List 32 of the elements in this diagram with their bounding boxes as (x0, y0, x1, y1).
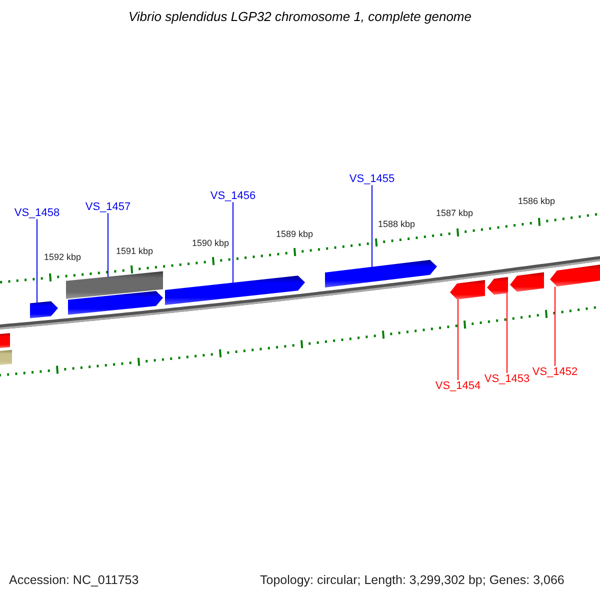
tick-label: 1591 kbp (116, 247, 154, 257)
gene-feature (30, 301, 58, 318)
tick-label: 1587 kbp (436, 209, 474, 219)
leader-line (36, 218, 38, 304)
gene-label: VS_1454 (435, 380, 481, 392)
gene-feature (325, 260, 437, 288)
gene-feature (68, 290, 163, 315)
gene-feature (66, 271, 163, 299)
leader-line (554, 286, 556, 366)
title: Vibrio splendidus LGP32 chromosome 1, complete genome (127, 10, 472, 24)
tick-label: 1588 kbp (378, 220, 416, 230)
gene-feature (550, 264, 600, 286)
tick-label: 1586 kbp (518, 197, 556, 207)
leader-line (232, 202, 234, 284)
tick-label: 1592 kbp (44, 253, 82, 263)
tick-label: 1590 kbp (192, 239, 230, 249)
footer-text: Topology: circular; Length: 3,299,302 bp; Genes: 3,066 (260, 574, 564, 588)
gene-label: VS_1455 (349, 173, 395, 186)
leader-line (506, 292, 508, 374)
gene-label: VS_1453 (484, 373, 530, 386)
tick-label: 1589 kbp (276, 230, 314, 240)
gene-feature (450, 280, 485, 300)
gene-label: VS_1456 (210, 190, 256, 202)
gene-feature (165, 276, 305, 306)
footer-text: Accession: NC_011753 (9, 574, 139, 588)
gene-feature (0, 333, 10, 348)
gene-label: VS_1457 (85, 201, 131, 214)
gene-label: VS_1458 (14, 207, 60, 220)
gene-label: VS_1452 (532, 366, 578, 378)
gene-feature (0, 350, 12, 366)
gene-feature (487, 276, 508, 295)
gene-feature (510, 272, 544, 292)
